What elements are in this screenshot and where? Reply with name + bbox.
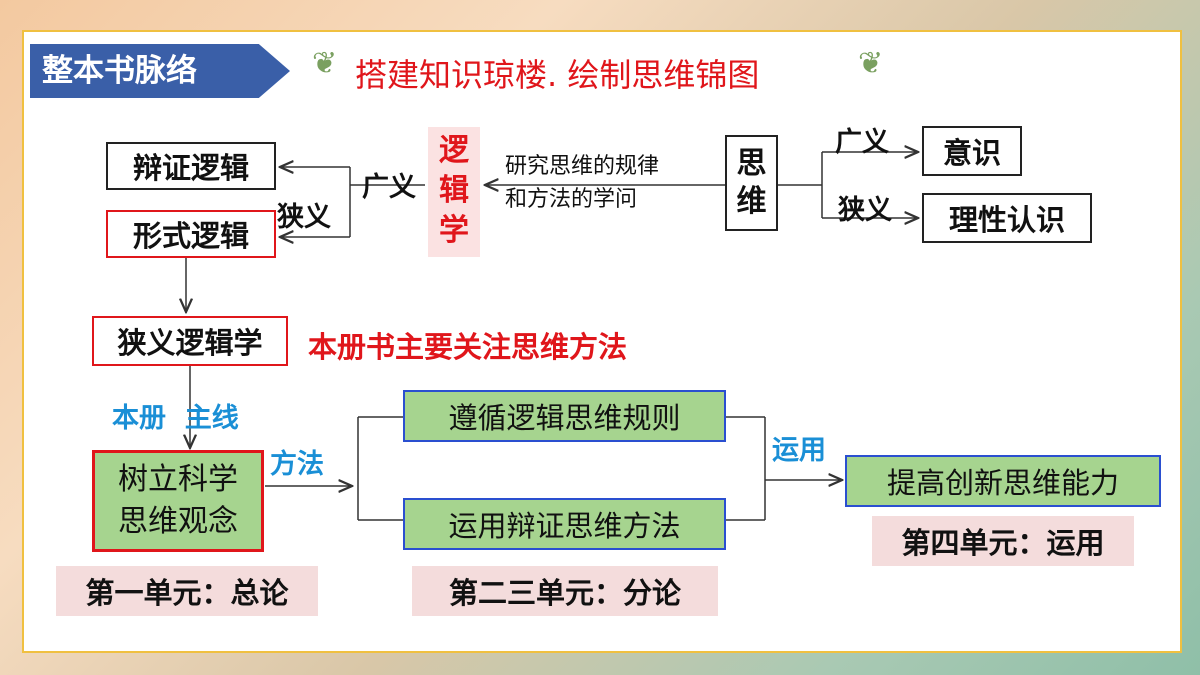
- unit-two-three-label: 第二三单元：分论: [412, 566, 718, 616]
- logic-node: 逻 辑 学: [428, 127, 480, 257]
- innovation-node: 提高创新思维能力: [845, 455, 1161, 507]
- establish-line: 树立科学: [118, 462, 238, 497]
- logic-char: 学: [439, 213, 469, 248]
- rational-knowledge-node: 理性认识: [922, 193, 1092, 243]
- logic-definition: 研究思维的规律 和方法的学问: [505, 150, 659, 216]
- apply-label: 运用: [772, 435, 826, 466]
- narrow-label: 狭义: [838, 195, 892, 226]
- thinking-node: 思 维: [725, 135, 778, 231]
- definition-line: 研究思维的规律: [505, 154, 660, 179]
- dialectic-method-node: 运用辩证思维方法: [403, 498, 726, 550]
- dialectical-logic-node: 辩证逻辑: [106, 142, 276, 190]
- broad-label: 广义: [362, 172, 416, 203]
- follow-rules-node: 遵循逻辑思维规则: [403, 390, 726, 442]
- mainline-label: 本册 主线: [112, 403, 239, 434]
- method-label: 方法: [270, 449, 324, 480]
- establish-line: 思维观念: [118, 504, 238, 539]
- unit-four-label: 第四单元：运用: [872, 516, 1134, 566]
- formal-logic-node: 形式逻辑: [106, 210, 276, 258]
- leaf-icon: ❦: [858, 46, 884, 81]
- narrow-logic-node: 狭义逻辑学: [92, 316, 288, 366]
- logic-char: 辑: [439, 173, 469, 208]
- broad-label: 广义: [835, 127, 889, 158]
- page-subtitle: 搭建知识琼楼. 绘制思维锦图: [355, 56, 760, 94]
- thinking-char: 思: [736, 146, 767, 181]
- definition-line: 和方法的学问: [505, 187, 638, 212]
- unit-one-label: 第一单元：总论: [56, 566, 318, 616]
- thinking-char: 维: [736, 184, 767, 219]
- logic-char: 逻: [439, 133, 469, 168]
- leaf-icon: ❦: [312, 46, 338, 81]
- section-tag: 整本书脉络: [30, 44, 290, 98]
- narrow-label: 狭义: [277, 202, 331, 233]
- establish-thinking-node: 树立科学 思维观念: [92, 450, 264, 552]
- focus-note: 本册书主要关注思维方法: [308, 330, 628, 364]
- consciousness-node: 意识: [922, 126, 1022, 176]
